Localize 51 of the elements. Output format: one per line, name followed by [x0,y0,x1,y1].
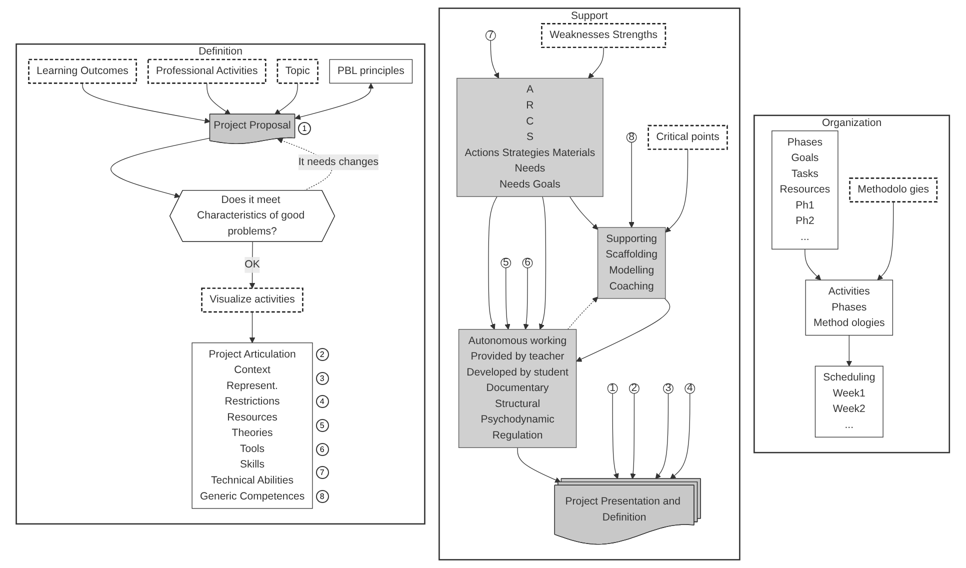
arrow [504,268,510,330]
arrow [250,242,256,289]
arrow [877,202,894,280]
arrow [490,40,500,79]
arrow [846,334,852,366]
arrow [206,82,231,115]
node-circle: 4 [684,383,696,394]
arrow [539,196,546,330]
arrow [570,196,598,230]
arrow [630,393,636,480]
node-box: Activities Phases Method ologies [805,280,894,336]
arrow [568,296,598,330]
node-box: Methodolo gies [849,178,938,202]
node-box: Autonomous working Provided by teacher Developed by student Documentary Structural Psychodynamic Regulation [458,329,577,448]
arrow [274,82,298,115]
arrow [517,447,561,483]
node-circle: 6 [522,258,533,268]
arrow [628,142,635,228]
node-box: Supporting Scaffolding Modelling Coaching [598,227,666,299]
node-box: Project Articulation Context Represent. Restrictions Resources Theories Tools Skills Technical Abilities Generic Competences [192,342,313,509]
node-box: Topic [276,58,319,84]
arrow [612,393,620,480]
arrow [665,148,688,233]
node-circle: 3 [663,383,674,394]
node-circle: 7 [486,30,496,41]
arrow [523,268,530,330]
node-circle: 1 [608,383,618,394]
node-box: Phases Goals Tasks Resources Ph1 Ph2 ... [772,130,838,250]
node-box: PBL principles [329,59,413,84]
node-box: Professional Activities [148,58,266,84]
node-box: Learning Outcomes [28,58,138,84]
node-circle: 8 [626,132,637,143]
node-circle: 2 [629,383,640,394]
arrow [576,298,670,362]
arrow [82,82,210,124]
edge-label: It needs changes [298,156,379,168]
arrow [670,393,690,480]
node-box: Scheduling Week1 Week2 ... [815,366,884,438]
arrow [295,83,374,120]
node-circle: 5 [500,258,512,268]
edge-label: OK [244,259,260,270]
node-box: Visualize activities [201,288,304,313]
arrow [804,248,822,280]
arrow [588,47,604,79]
arrow [488,196,498,330]
node-box: A R C S Actions Strategies Materials Needs Needs Goals [456,78,604,197]
arrow [655,393,669,480]
arrow [250,312,256,344]
arrow [110,138,211,198]
node-box: Critical points [648,124,728,150]
node-box: Weaknesses Strengths [541,23,666,48]
